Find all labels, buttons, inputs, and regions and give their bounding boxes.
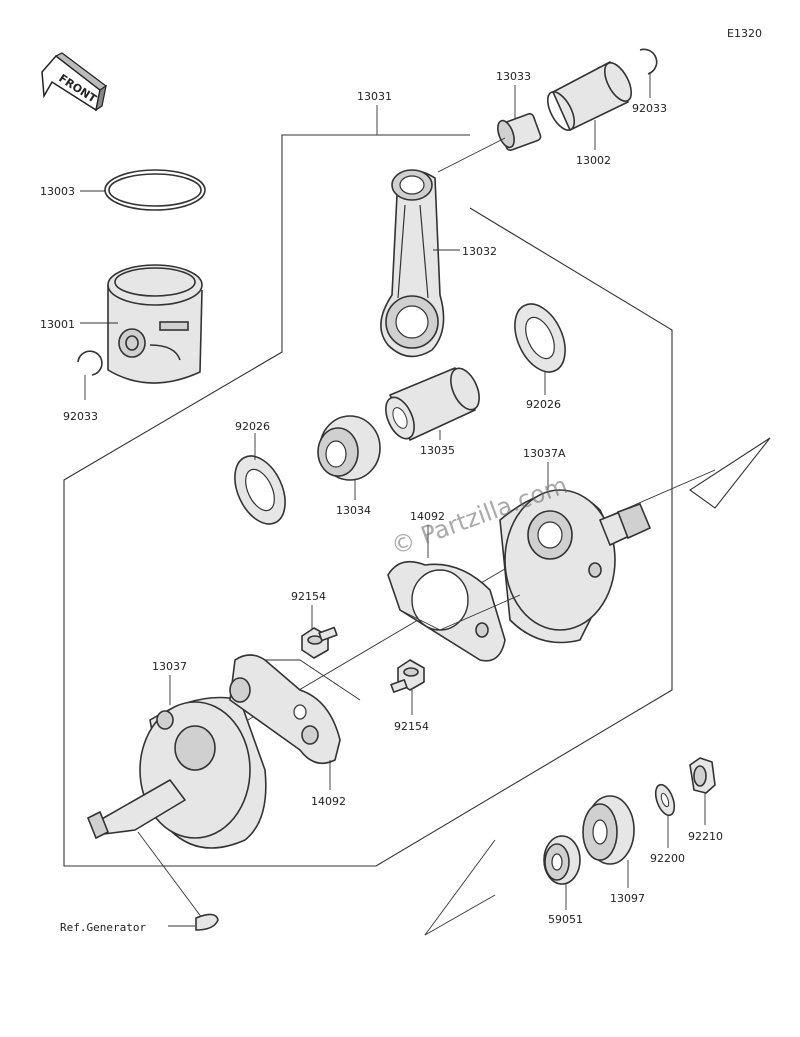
piston-ring	[104, 169, 206, 211]
label-59051: 59051	[548, 913, 583, 926]
ref-generator-label: Ref.Generator	[60, 921, 146, 934]
label-13034: 13034	[336, 504, 371, 517]
label-13032: 13032	[462, 245, 497, 258]
front-arrow-icon: FRONT	[41, 52, 108, 112]
crankshaft-half-left	[86, 696, 267, 849]
label-92033-left: 92033	[63, 410, 98, 423]
ref-pointer-icon	[195, 913, 219, 931]
label-92200: 92200	[650, 852, 685, 865]
label-92154-bottom: 92154	[394, 720, 429, 733]
bolt-top	[301, 626, 338, 659]
circlip-top	[639, 48, 658, 75]
big-end-bearing	[317, 415, 381, 481]
diagram-id: E1320	[727, 27, 762, 40]
label-13002: 13002	[576, 154, 611, 167]
circlip-left	[77, 350, 103, 376]
label-14092-bottom: 14092	[311, 795, 346, 808]
piston	[107, 264, 203, 384]
thrust-washer-left	[234, 455, 286, 525]
web-insert-bottom	[229, 654, 341, 765]
crank-pin	[385, 367, 480, 441]
label-13035: 13035	[420, 444, 455, 457]
small-end-bearing	[497, 113, 542, 151]
web-insert-top	[387, 560, 506, 662]
label-92154-top: 92154	[291, 590, 326, 603]
label-13031: 13031	[357, 90, 392, 103]
crankshaft-half-right	[499, 489, 652, 644]
label-14092-top: 14092	[410, 510, 445, 523]
label-13037: 13037	[152, 660, 187, 673]
label-92033-top: 92033	[632, 102, 667, 115]
piston-pin	[546, 61, 633, 131]
label-92026-right: 92026	[526, 398, 561, 411]
label-92026-left: 92026	[235, 420, 270, 433]
bolt-bottom	[390, 659, 425, 693]
label-13097: 13097	[610, 892, 645, 905]
connecting-rod	[380, 169, 445, 358]
label-13003: 13003	[40, 185, 75, 198]
nut	[689, 757, 716, 794]
label-13037A: 13037A	[523, 447, 566, 460]
label-13033: 13033	[496, 70, 531, 83]
driven-gear	[543, 835, 581, 885]
washer	[654, 783, 676, 817]
label-13001: 13001	[40, 318, 75, 331]
drive-gear	[582, 795, 635, 865]
label-92210: 92210	[688, 830, 723, 843]
thrust-washer-right	[514, 303, 566, 373]
assembly-frame	[63, 134, 673, 867]
